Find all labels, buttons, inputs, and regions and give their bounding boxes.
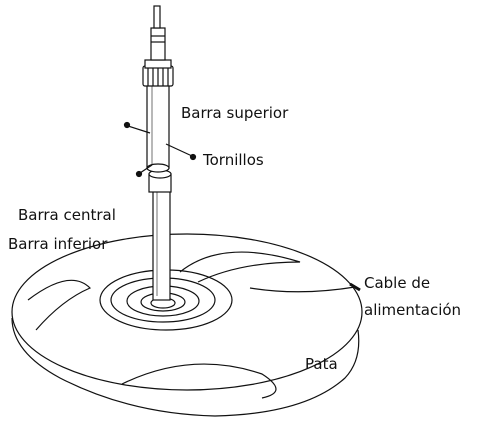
screw-lower bbox=[135, 164, 153, 178]
screw-left bbox=[123, 121, 151, 134]
label-barra-superior: Barra superior bbox=[181, 104, 289, 122]
label-pata: Pata bbox=[305, 355, 338, 373]
upper-pole bbox=[146, 81, 170, 173]
power-cable-plug bbox=[349, 282, 361, 292]
label-tornillos: Tornillos bbox=[203, 151, 264, 169]
base-pata bbox=[11, 233, 363, 417]
top-spindle bbox=[150, 5, 166, 61]
power-cable bbox=[249, 286, 356, 293]
label-barra-inferior: Barra inferior bbox=[8, 235, 108, 253]
middle-collar bbox=[148, 169, 172, 193]
lower-pole bbox=[152, 187, 171, 301]
adjust-knob bbox=[142, 59, 174, 87]
screw-right bbox=[165, 143, 197, 161]
label-cable-line2: alimentación bbox=[364, 301, 462, 319]
label-cable-line1: Cable de bbox=[364, 274, 431, 292]
label-barra-central: Barra central bbox=[18, 206, 116, 224]
